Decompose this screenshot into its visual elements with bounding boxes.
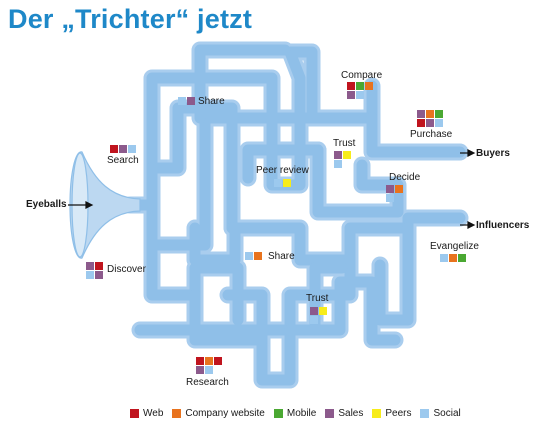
pipe-segment [226, 212, 466, 266]
purchase-chip-sales-2 [426, 119, 434, 127]
legend-label-peers: Peers [385, 407, 412, 419]
share-top-chip-social [178, 97, 186, 105]
pipe-segment [134, 262, 348, 336]
purchase-chip-web [417, 119, 425, 127]
share-top-chip-sales [187, 97, 195, 105]
page-title: Der „Trichter“ jetzt [8, 4, 253, 34]
eyeballs-arrowhead [85, 201, 94, 209]
discover-chip-web [95, 262, 103, 270]
search-chip-social [128, 145, 136, 153]
compare-chip-company [365, 82, 373, 90]
compare-chip-sales [347, 91, 355, 99]
evangelize-chip-company [449, 254, 457, 262]
legend-swatch-mobile [273, 408, 283, 418]
evangelize-label: Evangelize [430, 241, 479, 252]
pipe-segment [256, 254, 356, 386]
compare-chip-social [356, 91, 364, 99]
research-chip-company [205, 357, 213, 365]
discover-chip-sales [86, 262, 94, 270]
research-chip-social [205, 366, 213, 374]
decide-label: Decide [389, 172, 421, 183]
influencers-label: Influencers [476, 220, 530, 231]
pipe-segment [242, 144, 324, 184]
trust-bottom-chip-sales [310, 307, 318, 315]
discover-label: Discover [107, 264, 146, 275]
evangelize-chip-mobile [458, 254, 466, 262]
legend-label-sales: Sales [338, 407, 364, 419]
legend-swatch-company-website [172, 408, 182, 418]
trust-label-bottom: Trust [306, 293, 329, 304]
pipe-segment [312, 144, 404, 218]
share-mid-chip-social [245, 252, 253, 260]
legend-swatch-sales [325, 408, 335, 418]
legend-item-peers: Peers [372, 408, 411, 419]
discover-chip-social [86, 271, 94, 279]
peer-review-label: Peer review [256, 165, 309, 176]
compare-chip-web [347, 82, 355, 90]
legend-item-social: Social [420, 407, 461, 419]
research-chip-web [196, 357, 204, 365]
buyers-arrowhead [467, 149, 476, 157]
pipe-segment [146, 112, 378, 251]
trust-top-chip-sales [334, 151, 342, 159]
trust-label-top: Trust [333, 138, 356, 149]
legend-item-web: Web [130, 408, 163, 419]
research-chip-sales [196, 366, 204, 374]
decide-chip-sales [386, 185, 394, 193]
share-label-mid: Share [268, 251, 295, 262]
legend-label-social: Social [433, 407, 461, 419]
legend-label-web: Web [143, 407, 164, 419]
pipe-segment [284, 276, 401, 346]
research-label: Research [186, 377, 229, 388]
legend-item-company-website: Company website [172, 407, 265, 419]
decide-chip-company [395, 185, 403, 193]
peer-review-chip-peers [283, 179, 291, 187]
pipe-segment [374, 222, 414, 326]
pipe-segment [189, 289, 268, 346]
share-label-top: Share [198, 96, 225, 107]
pipe-segment [124, 72, 278, 211]
research-chip-web-2 [214, 357, 222, 365]
purchase-chip-social [435, 119, 443, 127]
compare-label: Compare [341, 70, 383, 81]
peer-review-chip-social [274, 179, 282, 187]
search-chip-web [110, 145, 118, 153]
compare-chip-mobile [356, 82, 364, 90]
purchase-label: Purchase [410, 129, 453, 140]
search-label: Search [107, 155, 139, 166]
trust-top-chip-peers [343, 151, 351, 159]
influencers-arrowhead [467, 221, 476, 229]
decide-chip-social [386, 194, 394, 202]
legend-swatch-peers [372, 408, 382, 418]
legend-item-mobile: Mobile [273, 407, 317, 419]
purchase-chip-mobile [435, 110, 443, 118]
eyeballs-label: Eyeballs [26, 199, 67, 210]
purchase-chip-company [426, 110, 434, 118]
legend-label-company-website: Company website [185, 407, 265, 419]
pipe-segment [146, 239, 244, 326]
legend-label-mobile: Mobile [286, 407, 317, 419]
search-chip-sales [119, 145, 127, 153]
pipe-segment [222, 289, 268, 346]
trust-bottom-chip-social [310, 316, 318, 324]
discover-chip-sales-2 [95, 271, 103, 279]
legend-swatch-social [420, 408, 430, 418]
pipe-segment [189, 222, 241, 266]
share-mid-chip-company [254, 252, 262, 260]
legend-item-sales: Sales [325, 408, 363, 419]
trust-bottom-chip-peers [319, 307, 327, 315]
pipe-segment [146, 102, 238, 234]
pipe-segment [366, 112, 466, 158]
purchase-chip-sales [417, 110, 425, 118]
legend-swatch-web [130, 408, 139, 418]
buyers-label: Buyers [476, 148, 510, 159]
trust-top-chip-social [334, 160, 342, 168]
legend: Web Company website Mobile Sales Peers S… [130, 406, 470, 420]
evangelize-chip-social [440, 254, 448, 262]
pipe-segment [194, 44, 291, 124]
